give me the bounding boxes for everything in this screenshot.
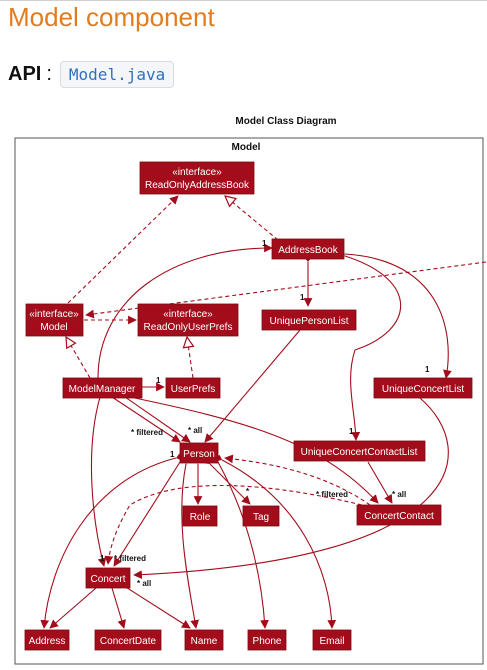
svg-text:ModelManager: ModelManager xyxy=(69,384,136,395)
node-unique-person-list: UniquePersonList xyxy=(261,309,357,331)
edge-person-tag xyxy=(204,458,251,505)
label-ucl-mult: 1 xyxy=(425,365,430,374)
edge-concert-name xyxy=(117,581,191,629)
edge-modelmanager-concert xyxy=(90,396,107,567)
edge-person-concert xyxy=(113,461,181,567)
svg-text:AddressBook: AddressBook xyxy=(278,245,338,256)
node-readonly-address-book: «interface» ReadOnlyAddressBook xyxy=(139,161,255,195)
top-divider xyxy=(0,0,487,1)
label-upl-mult: 1 xyxy=(300,293,305,302)
svg-text:«interface»: «interface» xyxy=(29,309,79,320)
edge-concertcontact-person xyxy=(224,454,371,506)
label-ab-mult: 1 xyxy=(262,239,267,248)
model-java-link[interactable]: Model.java xyxy=(59,60,175,88)
page-title: Model component xyxy=(8,2,215,32)
label-ucc-mult: 1 xyxy=(349,427,354,436)
edge-modelmanager-concertcontact xyxy=(129,396,379,504)
node-model-manager: ModelManager xyxy=(62,377,143,399)
edge-addressbook-readonly xyxy=(225,196,279,241)
svg-text:Address: Address xyxy=(29,636,66,647)
edge-addressbook-uniqueconcertcontactlist xyxy=(337,251,402,441)
node-unique-concert-contact-list: UniqueConcertContactList xyxy=(293,440,426,462)
edge-person-email xyxy=(214,455,337,629)
edge-modelmanager-model xyxy=(66,337,91,379)
label-person-all: * all xyxy=(188,426,202,435)
edge-concert-address xyxy=(49,582,103,629)
node-model: «interface» Model xyxy=(25,303,84,337)
edge-modelmanager-person-all xyxy=(124,396,191,443)
svg-text:ReadOnlyUserPrefs: ReadOnlyUserPrefs xyxy=(144,322,233,333)
label-concert-all: * all xyxy=(137,579,151,588)
edge-userprefs-readonlyup xyxy=(187,337,193,379)
svg-text:Model: Model xyxy=(40,322,67,333)
node-readonly-user-prefs: «interface» ReadOnlyUserPrefs xyxy=(137,303,239,337)
svg-text:Name: Name xyxy=(191,636,218,647)
label-concert-filtered: * filtered xyxy=(114,554,146,563)
node-user-prefs: UserPrefs xyxy=(165,377,221,399)
svg-text:ConcertDate: ConcertDate xyxy=(100,636,157,647)
diagram-title: Model Class Diagram xyxy=(235,116,336,127)
label-tag-mult: * xyxy=(246,487,250,496)
node-role: Role xyxy=(182,505,218,527)
api-label: API xyxy=(8,62,42,85)
label-person-filtered: * filtered xyxy=(131,428,163,437)
node-concert: Concert xyxy=(85,567,131,589)
edge-person-name xyxy=(181,455,200,629)
svg-text:UserPrefs: UserPrefs xyxy=(171,384,215,395)
node-concert-date: ConcertDate xyxy=(94,629,162,651)
edge-person-address xyxy=(40,453,184,629)
api-colon: : xyxy=(46,62,52,85)
label-person-mult: 1 xyxy=(170,450,175,459)
svg-text:Phone: Phone xyxy=(253,636,282,647)
svg-text:UniqueConcertList: UniqueConcertList xyxy=(382,384,464,395)
node-phone: Phone xyxy=(247,629,287,651)
svg-text:Person: Person xyxy=(183,449,215,460)
label-mm-up-mult: 1 xyxy=(156,376,161,385)
node-tag: Tag xyxy=(242,505,280,527)
edge-modelmanager-person-filtered xyxy=(111,396,181,443)
node-email: Email xyxy=(312,629,352,651)
svg-text:ReadOnlyAddressBook: ReadOnlyAddressBook xyxy=(145,180,250,191)
svg-text:Tag: Tag xyxy=(253,512,269,523)
edge-modelmanager-addressbook xyxy=(97,243,273,379)
svg-text:Role: Role xyxy=(190,512,211,523)
svg-text:Email: Email xyxy=(319,636,344,647)
api-row: API : Model.java xyxy=(8,60,175,88)
edge-uniquepersonlist-person xyxy=(204,329,301,443)
label-cc-all: * all xyxy=(392,490,406,499)
node-address: Address xyxy=(24,629,70,651)
node-concert-contact: ConcertContact xyxy=(356,504,442,526)
model-class-diagram: Model Class Diagram Model xyxy=(14,116,487,665)
edge-concert-concertdate xyxy=(107,580,126,629)
edge-uniqueconcertlist-concert xyxy=(133,397,449,580)
node-person: Person xyxy=(179,442,219,464)
edge-concertcontact-concert xyxy=(104,484,363,565)
svg-text:«interface»: «interface» xyxy=(163,309,213,320)
node-address-book: AddressBook xyxy=(271,238,345,260)
node-unique-concert-list: UniqueConcertList xyxy=(373,377,473,399)
svg-text:Concert: Concert xyxy=(90,574,125,585)
edge-ucclist-concertcontact xyxy=(367,461,393,504)
svg-text:UniquePersonList: UniquePersonList xyxy=(270,316,349,327)
svg-text:UniqueConcertContactList: UniqueConcertContactList xyxy=(301,447,418,458)
svg-text:ConcertContact: ConcertContact xyxy=(364,511,434,522)
label-concert-mult: 1 xyxy=(100,554,105,563)
svg-text:«interface»: «interface» xyxy=(172,167,222,178)
package-label: Model xyxy=(232,142,261,153)
package-frame xyxy=(14,137,484,665)
edge-addressbook-uniqueconcertlist xyxy=(336,250,452,379)
node-name: Name xyxy=(184,629,224,651)
edge-model-readonlyab xyxy=(67,195,179,304)
label-cc-filtered: * filtered xyxy=(316,490,348,499)
